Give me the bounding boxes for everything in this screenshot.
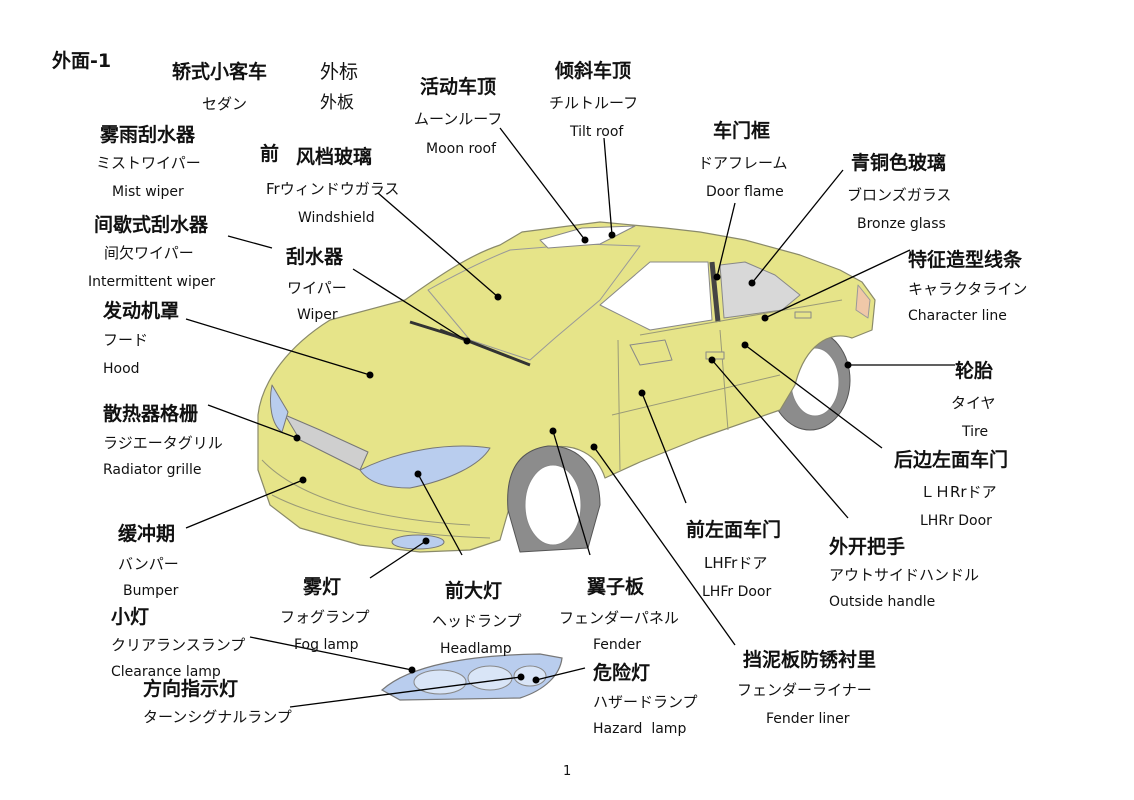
emblem-jp: 外板 xyxy=(320,93,354,113)
turn-zh: 方向指示灯 xyxy=(143,678,239,700)
door-frame-jp: ドアフレーム xyxy=(698,154,788,172)
fl-door-en: LHFr Door xyxy=(702,584,772,600)
headlamp-jp: ヘッドランプ xyxy=(432,612,522,630)
int-wiper-zh: 间歇式刮水器 xyxy=(94,214,209,236)
clearance-en: Clearance lamp xyxy=(111,664,221,680)
fog-lamp-en: Fog lamp xyxy=(294,637,359,653)
out-handle-zh: 外开把手 xyxy=(829,536,906,558)
rl-door-zh: 后边左面车门 xyxy=(894,449,1009,471)
hood-zh: 发动机罩 xyxy=(103,300,180,322)
hood-en: Hood xyxy=(103,361,140,377)
front-wheel xyxy=(507,445,601,553)
headlamp-en: Headlamp xyxy=(440,641,512,657)
bumper-en: Bumper xyxy=(123,583,179,599)
wiper-zh: 刮水器 xyxy=(286,246,344,268)
leader-dots xyxy=(293,231,852,684)
int-wiper-en: Intermittent wiper xyxy=(88,274,216,290)
tilt-roof-jp: チルトルーフ xyxy=(549,94,639,112)
b-pillar xyxy=(709,261,721,323)
front-side-glass xyxy=(599,261,713,331)
clearance-zh: 小灯 xyxy=(111,606,150,628)
liner-jp: フェンダーライナー xyxy=(737,681,872,699)
bronze-glass-en: Bronze glass xyxy=(857,216,946,232)
door-lines xyxy=(611,299,843,471)
grille-en: Radiator grille xyxy=(103,462,202,478)
char-line-jp: キャラクタライン xyxy=(908,280,1028,298)
fender-en: Fender xyxy=(593,637,642,653)
moon-roof-zh: 活动车顶 xyxy=(420,76,497,98)
leader-lines xyxy=(185,127,955,708)
hazard-en: Hazard lamp xyxy=(593,721,687,737)
fog-lamp-jp: フォグランプ xyxy=(280,608,370,626)
fender-jp: フェンダーパネル xyxy=(559,609,679,627)
hood-jp: フード xyxy=(103,331,149,349)
windshield-en: Windshield xyxy=(298,210,375,226)
tire-en: Tire xyxy=(962,424,989,440)
fl-door-jp: LHFrドア xyxy=(704,554,768,572)
mist-wiper-jp: ミストワイパー xyxy=(96,154,201,172)
hazard-jp: ハザードランプ xyxy=(593,693,698,711)
fl-door-zh: 前左面车门 xyxy=(686,519,782,541)
grille-jp: ラジエータグリル xyxy=(103,434,223,452)
door-handle-front xyxy=(705,351,725,360)
bumper-zh: 缓冲期 xyxy=(118,523,176,545)
char-line-zh: 特征造型线条 xyxy=(908,249,1023,271)
tire-jp: タイヤ xyxy=(951,394,996,412)
turn-jp: ターンシグナルランプ xyxy=(143,708,292,726)
bumper-jp: バンパー xyxy=(118,555,179,573)
windshield-zh: 风档玻璃 xyxy=(296,146,373,168)
moon-roof-jp: ムーンルーフ xyxy=(414,110,503,128)
side-mirror xyxy=(629,339,673,366)
grille-zh: 散热器格栅 xyxy=(103,403,199,425)
tire-zh: 轮胎 xyxy=(955,360,994,382)
door-handle-rear xyxy=(794,311,812,319)
headlamp-shape xyxy=(359,445,491,489)
page-number: 1 xyxy=(563,764,572,779)
bronze-glass-zh: 青铜色玻璃 xyxy=(851,152,947,174)
fog-lamp-shape xyxy=(391,534,445,550)
headlamp-inset xyxy=(380,653,563,701)
clearance-jp: クリアランスランプ xyxy=(111,636,246,654)
windshield-glass xyxy=(427,243,641,361)
wiper-blades xyxy=(409,320,531,367)
headlamp-zh: 前大灯 xyxy=(445,580,503,602)
tilt-roof-en: Tilt roof xyxy=(570,124,624,140)
rl-door-en: LHRr Door xyxy=(920,513,992,529)
out-handle-jp: アウトサイドハンドル xyxy=(829,566,980,584)
bronze-glass-jp: ブロンズガラス xyxy=(847,186,952,204)
car-illustration xyxy=(257,221,876,553)
sedan-jp: セダン xyxy=(202,95,248,113)
mist-wiper-zh: 雾雨刮水器 xyxy=(100,124,196,146)
rl-door-jp: ＬＨRrドア xyxy=(920,483,997,501)
hazard-zh: 危险灯 xyxy=(593,662,651,684)
tail-lamp xyxy=(855,284,871,319)
out-handle-en: Outside handle xyxy=(829,594,936,610)
rear-side-glass xyxy=(719,261,801,319)
bumper-lines xyxy=(261,459,491,539)
windshield-prefix: 前 xyxy=(260,143,280,165)
wiper-jp: ワイパー xyxy=(287,279,347,297)
liner-en: Fender liner xyxy=(766,711,850,727)
fog-lamp-zh: 雾灯 xyxy=(303,576,342,598)
tilt-roof-zh: 倾斜车顶 xyxy=(555,60,632,82)
windshield-jp: Frウィンドウガラス xyxy=(266,180,400,198)
fender-zh: 翼子板 xyxy=(587,576,645,598)
liner-zh: 挡泥板防锈衬里 xyxy=(743,649,877,671)
char-line-en: Character line xyxy=(908,308,1007,324)
sedan-zh: 轿式小客车 xyxy=(172,61,268,83)
emblem-zh: 外标 xyxy=(320,61,359,83)
page-title: 外面-1 xyxy=(52,50,112,72)
moon-roof-en: Moon roof xyxy=(426,141,497,157)
int-wiper-jp: 间欠ワイパー xyxy=(104,244,194,262)
door-frame-zh: 车门框 xyxy=(713,120,771,142)
mist-wiper-en: Mist wiper xyxy=(112,184,184,200)
wiper-en: Wiper xyxy=(297,307,338,323)
door-frame-en: Door flame xyxy=(706,184,784,200)
